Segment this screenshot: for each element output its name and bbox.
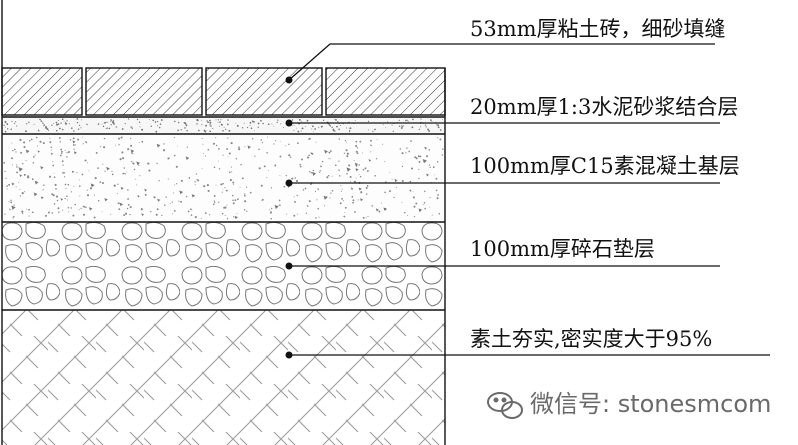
brick-layer — [1, 67, 446, 116]
concrete-layer — [2, 134, 445, 222]
label-mortar: 20mm厚1:3水泥砂浆结合层 — [470, 95, 738, 119]
label-brick: 53mm厚粘土砖，细砂填缝 — [470, 17, 726, 41]
brick — [325, 67, 446, 116]
soil-layer — [2, 310, 445, 445]
label-soil: 素土夯实,密实度大于95% — [470, 327, 712, 351]
marker-dot — [285, 351, 293, 359]
label-gravel: 100mm厚碎石垫层 — [470, 237, 655, 261]
marker-dot — [285, 262, 293, 270]
marker-dot — [285, 179, 293, 187]
brick — [1, 67, 83, 116]
wechat-icon — [487, 392, 523, 419]
mortar-layer — [2, 117, 445, 134]
label-concrete: 100mm厚C15素混凝土基层 — [470, 154, 740, 178]
brick — [85, 67, 203, 116]
leader-line-brick — [288, 43, 715, 81]
watermark-text: 微信号: stonesmcom — [530, 390, 771, 418]
brick — [205, 67, 323, 116]
marker-dot — [285, 119, 293, 127]
watermark: 微信号: stonesmcom — [487, 390, 771, 419]
marker-dot — [285, 76, 293, 84]
concrete-speckle — [3, 136, 444, 220]
